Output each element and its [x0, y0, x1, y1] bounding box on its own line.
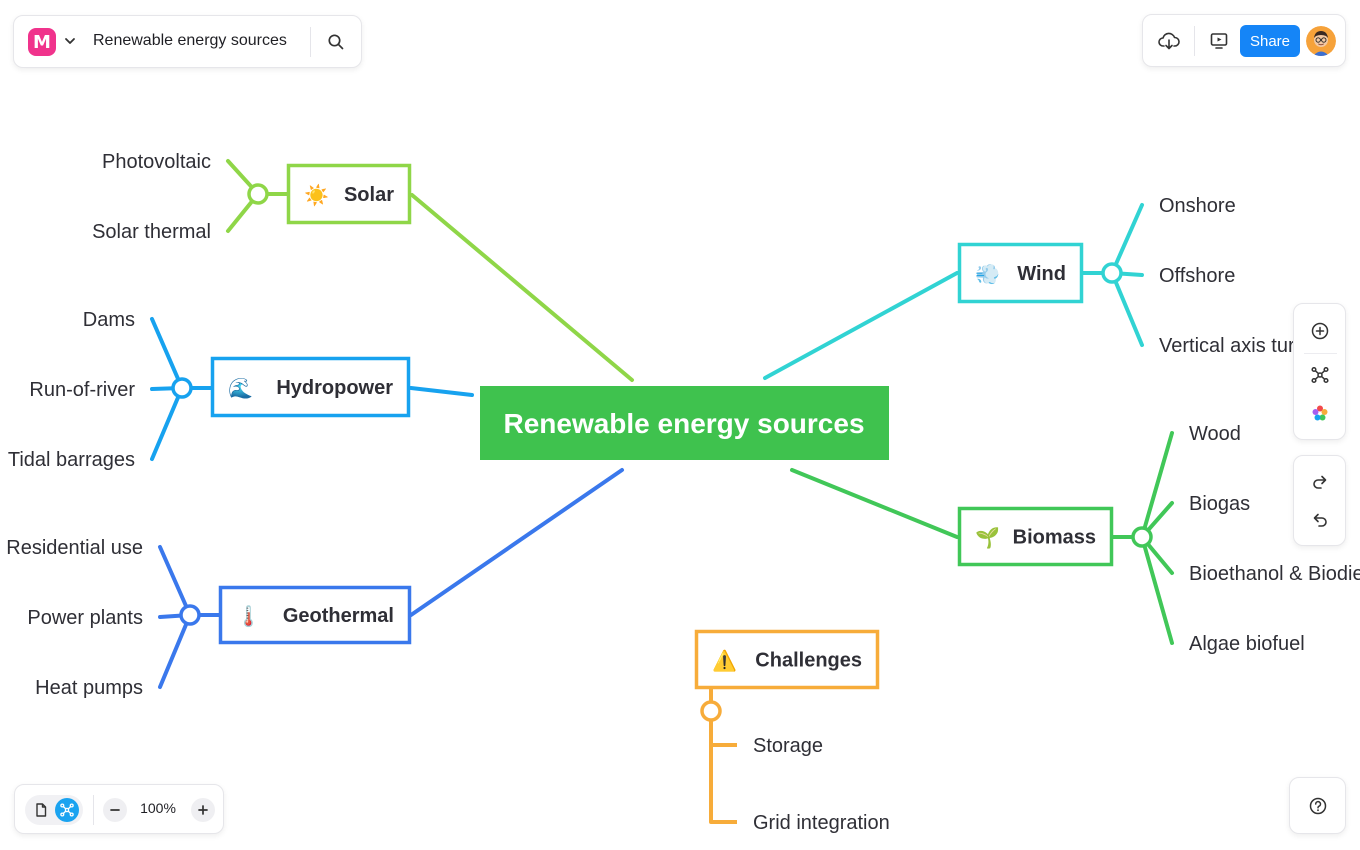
collapse-toggle[interactable] [1101, 262, 1123, 284]
subtopic-connector [158, 545, 192, 617]
subtopic-label[interactable]: Biogas [1189, 493, 1250, 515]
topic-geothermal[interactable]: 🌡️ Geothermal [218, 585, 412, 645]
subtopic-label[interactable]: Solar thermal [92, 221, 211, 243]
subtopic-label[interactable]: Dams [83, 309, 135, 331]
topic-box[interactable] [694, 629, 880, 690]
topic-label[interactable]: Geothermal [283, 605, 394, 627]
topic-hydropower[interactable]: 🌊 Hydropower [210, 356, 411, 418]
topic-solar[interactable]: ☀️ Solar [286, 163, 412, 225]
user-avatar[interactable] [1306, 26, 1336, 56]
topic-box[interactable] [957, 506, 1114, 567]
geothermal-emoji-icon: 🌡️ [236, 604, 261, 628]
subtopic-label[interactable]: Wood [1189, 423, 1241, 445]
branch-connector [790, 468, 959, 539]
topic-box[interactable] [218, 585, 412, 645]
topic-label[interactable]: Challenges [755, 650, 862, 672]
subtopic-label[interactable]: Photovoltaic [102, 151, 211, 173]
branch-connector [763, 271, 959, 380]
collapse-toggle[interactable] [171, 377, 193, 399]
cloud-download-icon[interactable] [1154, 26, 1184, 56]
add-circle-icon[interactable] [1305, 316, 1335, 346]
color-palette-icon[interactable] [1305, 398, 1335, 428]
subtopic-label[interactable]: Algae biofuel [1189, 633, 1305, 655]
share-toolbar: Share [1142, 14, 1346, 67]
topic-label[interactable]: Biomass [1013, 527, 1096, 549]
subtopic-connector [1140, 535, 1174, 645]
redo-icon[interactable] [1305, 467, 1335, 497]
subtopic-label[interactable]: Grid integration [753, 812, 890, 834]
hydropower-emoji-icon: 🌊 [228, 376, 253, 400]
subtopic-label[interactable]: Offshore [1159, 265, 1235, 287]
zoom-in-icon[interactable] [191, 798, 215, 822]
zoom-level[interactable]: 100% [140, 800, 176, 816]
document-view-icon[interactable] [29, 798, 53, 822]
document-toolbar: M Renewable energy sources [13, 15, 362, 68]
subtopic-connector [1110, 203, 1144, 275]
zoom-out-icon[interactable] [103, 798, 127, 822]
topic-biomass[interactable]: 🌱 Biomass [957, 506, 1114, 567]
search-icon[interactable] [321, 27, 351, 57]
collapse-toggle[interactable] [1131, 526, 1153, 548]
subtopic-label[interactable]: Heat pumps [35, 677, 143, 699]
mindmap-logo-icon[interactable]: M [28, 28, 56, 56]
share-button[interactable]: Share [1240, 25, 1300, 57]
topic-label[interactable]: Solar [344, 184, 394, 206]
central-topic-box[interactable] [480, 386, 889, 460]
solar-emoji-icon: ☀️ [304, 183, 329, 207]
subtopic-connector [150, 317, 184, 390]
challenges-emoji-icon: ⚠️ [712, 649, 737, 673]
subtopic-label[interactable]: Storage [753, 735, 823, 757]
view-mode-toggle [25, 795, 83, 825]
collapse-toggle[interactable] [700, 700, 722, 722]
subtopic-label[interactable]: Bioethanol & Biodiesel [1189, 563, 1360, 585]
chevron-down-icon[interactable] [63, 34, 77, 48]
branch-connector [409, 386, 474, 397]
topic-box[interactable] [210, 356, 411, 418]
subtopic-connector [150, 386, 184, 461]
subtopic-label[interactable]: Residential use [6, 537, 143, 559]
toolbar-divider [93, 795, 94, 825]
mindmap-view-icon[interactable] [55, 798, 79, 822]
toolbar-divider [310, 27, 311, 57]
help-icon[interactable] [1289, 777, 1346, 834]
mindmap-layout-icon[interactable] [1305, 360, 1335, 390]
branch-connector [409, 468, 624, 617]
central-topic-label[interactable]: Renewable energy sources [503, 408, 864, 439]
view-zoom-bar: 100% [14, 784, 224, 834]
topic-challenges[interactable]: ⚠️ Challenges [694, 629, 880, 690]
topic-box[interactable] [286, 163, 412, 225]
tools-divider [1304, 353, 1337, 354]
subtopic-connector [158, 613, 192, 689]
branch-connector [410, 193, 634, 382]
presentation-play-icon[interactable] [1204, 26, 1234, 56]
topic-wind[interactable]: 💨 Wind [957, 242, 1084, 304]
undo-icon[interactable] [1305, 505, 1335, 535]
canvas-tools [1293, 303, 1346, 440]
subtopic-label[interactable]: Onshore [1159, 195, 1236, 217]
collapse-toggle[interactable] [247, 183, 269, 205]
topic-box[interactable] [957, 242, 1084, 304]
subtopic-label[interactable]: Run-of-river [29, 379, 135, 401]
topic-label[interactable]: Hydropower [276, 377, 393, 399]
subtopic-connector [1140, 431, 1174, 539]
biomass-emoji-icon: 🌱 [975, 526, 1000, 550]
toolbar-divider [1194, 26, 1195, 56]
wind-emoji-icon: 💨 [975, 262, 1000, 286]
topic-label[interactable]: Wind [1017, 263, 1066, 285]
collapse-toggle[interactable] [179, 604, 201, 626]
subtopic-label[interactable]: Power plants [27, 607, 143, 629]
document-title[interactable]: Renewable energy sources [93, 32, 287, 49]
subtopic-connector [1110, 271, 1144, 347]
subtopic-label[interactable]: Tidal barrages [8, 449, 135, 471]
subtopic-connector [709, 689, 737, 824]
history-tools [1293, 455, 1346, 546]
